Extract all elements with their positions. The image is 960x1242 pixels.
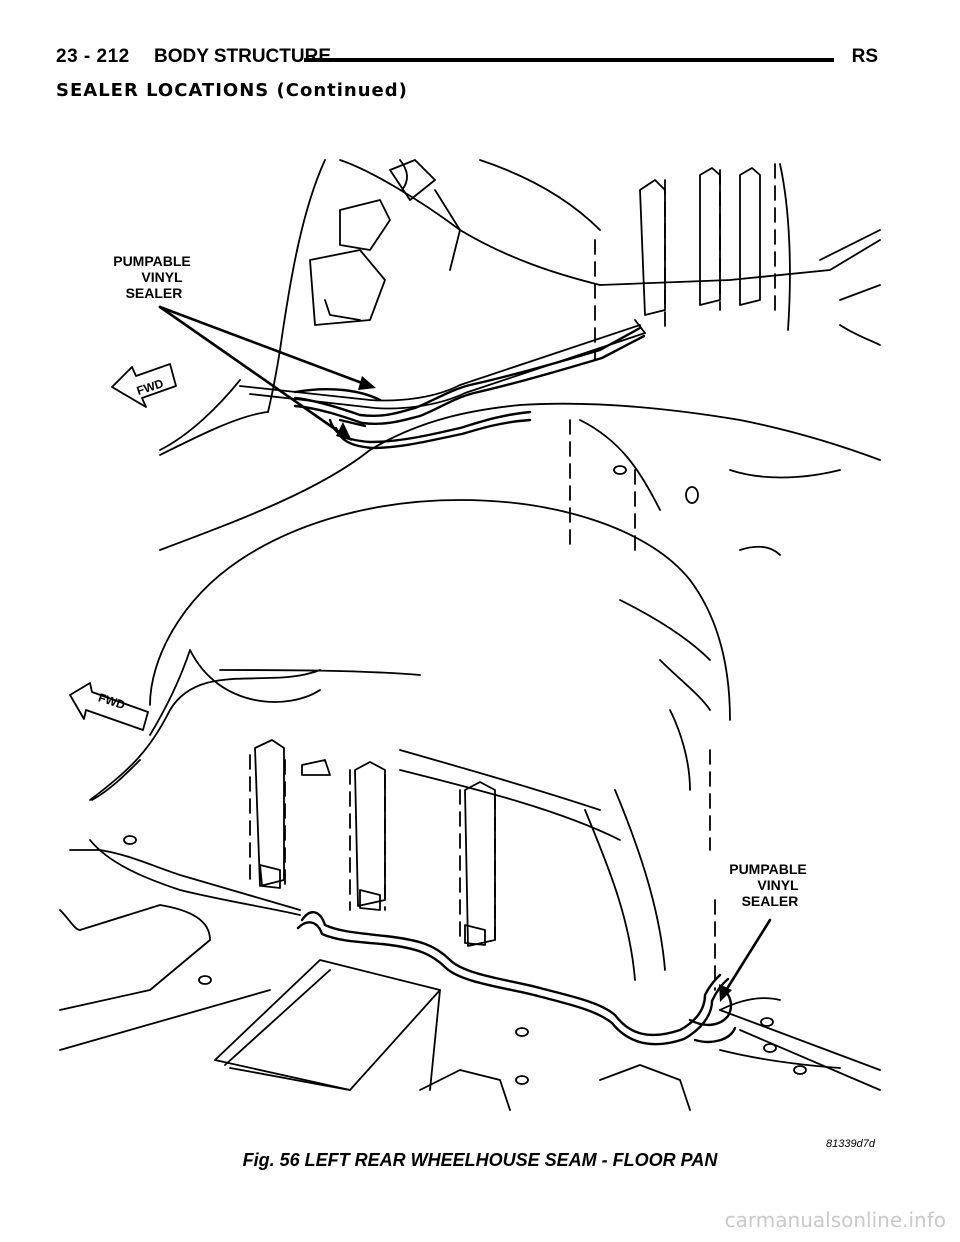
top-callout-leaders [158, 305, 372, 438]
bottom-sealer-bead [296, 911, 737, 1046]
bottom-callout-line-2: VINYL [757, 877, 799, 893]
vehicle-code: RS [851, 46, 878, 67]
figure-code: 81339d7d [826, 1138, 875, 1150]
figure-caption: Fig. 56 LEFT REAR WHEELHOUSE SEAM - FLOO… [242, 1150, 718, 1170]
header-rule [304, 58, 834, 62]
bottom-fwd-arrow [69, 682, 149, 731]
top-fwd-arrow [111, 363, 177, 408]
top-callout-line-2: VINYL [141, 269, 183, 285]
bottom-callout-leader [723, 918, 772, 994]
section-heading: SEALER LOCATIONS (Continued) [56, 80, 408, 101]
page-number: 23 - 212 [56, 46, 130, 67]
top-callout-line-3: SEALER [126, 285, 183, 301]
bottom-wheelhouse-drawing [59, 499, 881, 1111]
sealer-illustration: PUMPABLE VINYL SEALER PUMPABLE VINYL SEA… [59, 159, 881, 1111]
bottom-callout-line-1: PUMPABLE [729, 861, 807, 877]
top-wheelhouse-drawing [159, 159, 881, 556]
section-title: BODY STRUCTURE [154, 46, 331, 67]
top-callout-line-1: PUMPABLE [113, 253, 191, 269]
watermark: carmanualsonline.info [724, 1208, 946, 1232]
top-sealer-bead [293, 326, 646, 450]
bottom-callout-line-3: SEALER [742, 893, 799, 909]
page-header: 23 - 212 BODY STRUCTURE RS [56, 44, 878, 76]
